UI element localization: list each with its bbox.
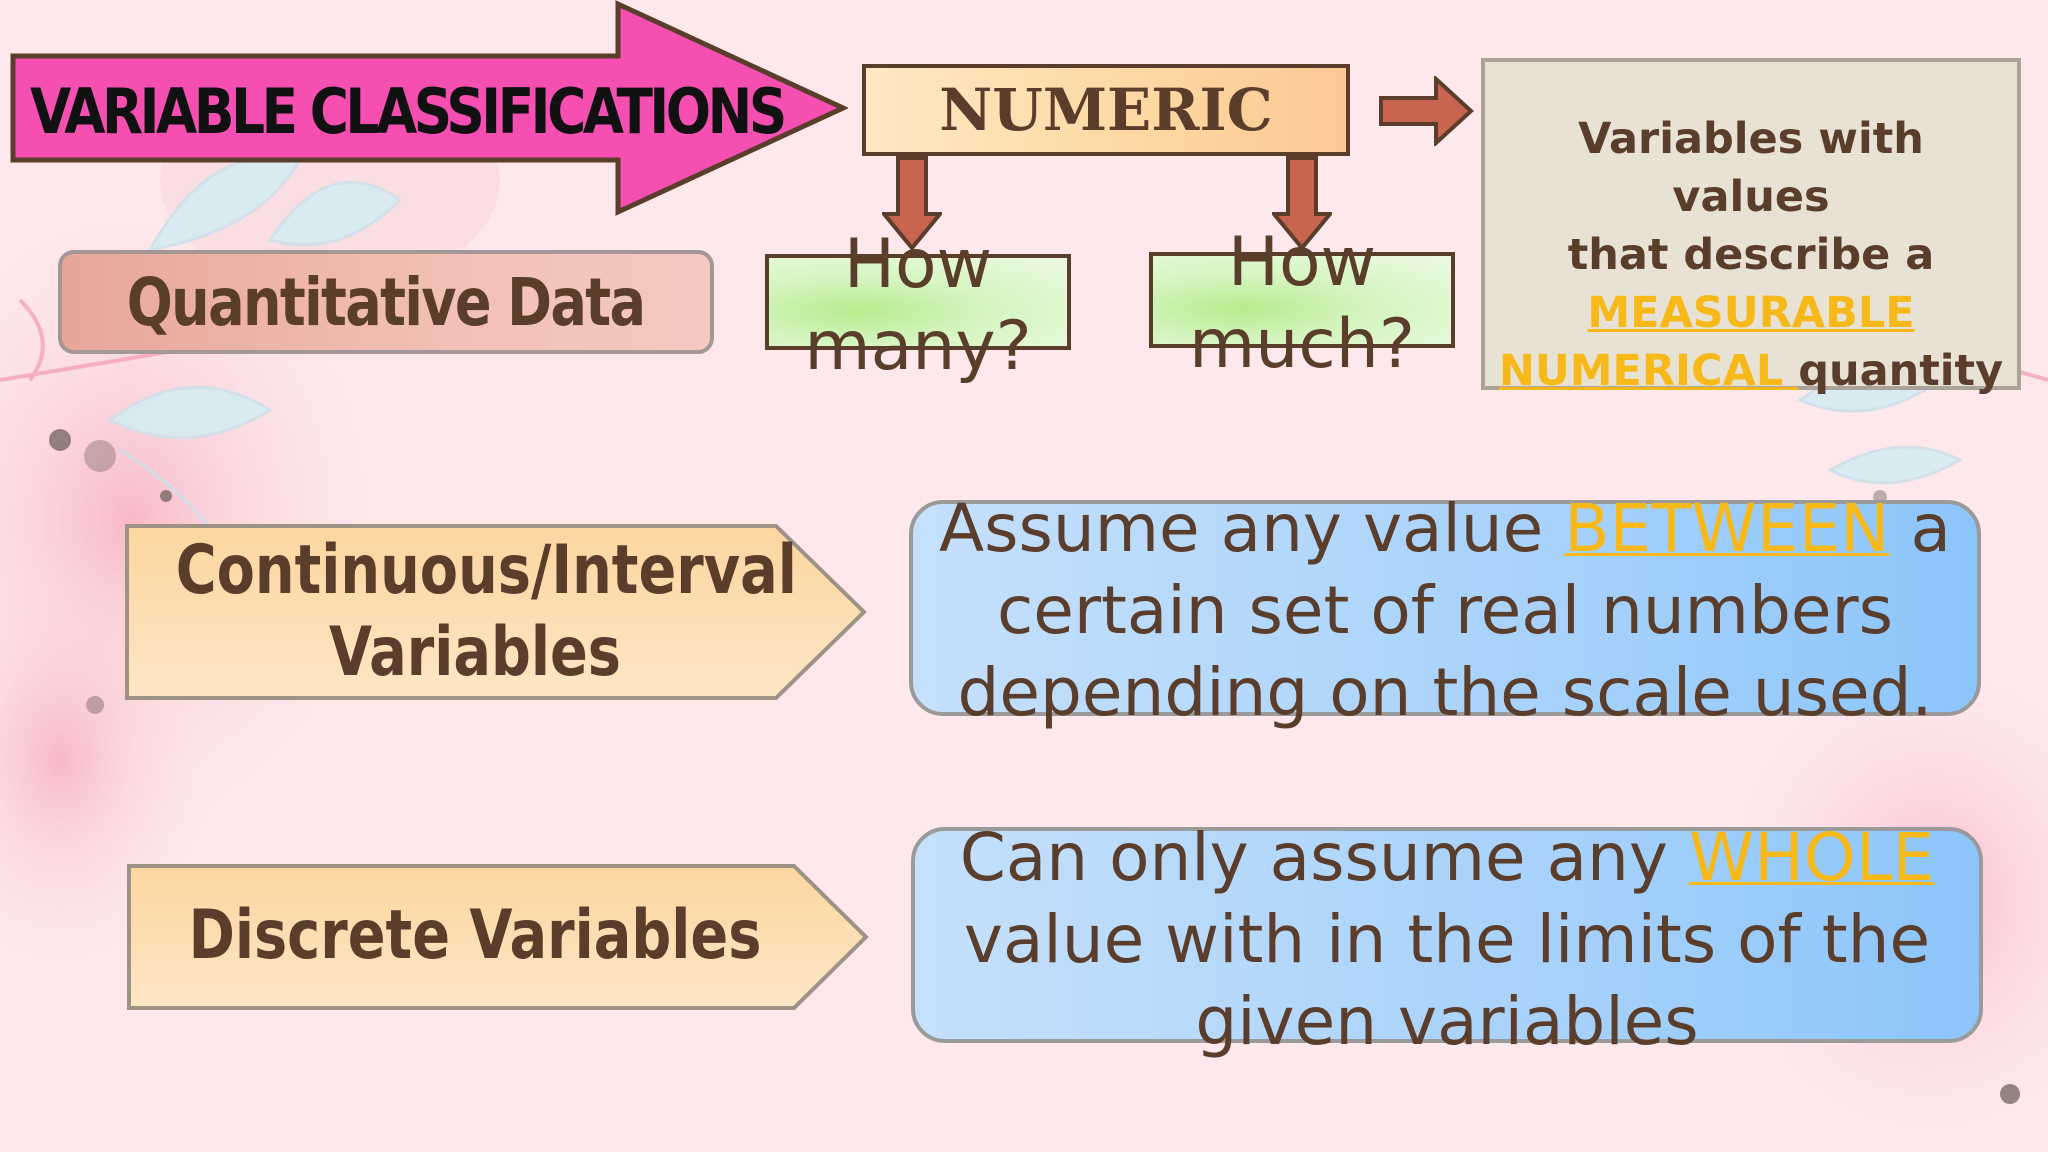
how-much-line: How (1227, 223, 1377, 302)
continuous-desc-highlight: BETWEEN (1564, 490, 1890, 567)
definition-line: Variables with values (1578, 114, 1924, 222)
discrete-description-box (911, 827, 1983, 1043)
discrete-variables-label: Discrete Variables (188, 896, 762, 975)
continuous-description: Assume any value BETWEEN a certain set o… (909, 488, 1981, 748)
discrete-desc-highlight: WHOLE (1688, 819, 1935, 896)
page-title: VARIABLE CLASSIFICATIONS (30, 75, 787, 148)
discrete-desc-line: given variables (1195, 983, 1699, 1060)
quantitative-data-text: Quantitative Data (127, 263, 646, 341)
continuous-desc-line: depending on the scale used. (957, 654, 1933, 731)
continuous-variables-label: Continuous/Interval Variables (175, 530, 797, 700)
how-much-text: How much? (1149, 222, 1455, 392)
numeric-box: NUMERIC (862, 64, 1350, 156)
how-many-box (765, 254, 1071, 350)
how-many-text: How many? (765, 224, 1071, 394)
continuous-desc-text: Assume any value (939, 490, 1565, 567)
discrete-desc-line: value with in the limits of the (963, 901, 1931, 978)
quantitative-data-label: Quantitative Data (58, 250, 714, 354)
continuous-desc-line: certain set of real numbers (997, 572, 1893, 649)
continuous-chevron (125, 524, 867, 700)
definition-line: that describe a (1567, 230, 1935, 280)
how-many-line: many? (804, 307, 1032, 386)
title-arrow (10, 0, 848, 216)
continuous-label-line: Variables (328, 613, 621, 692)
right-arrow-icon (1379, 76, 1474, 146)
discrete-description: Can only assume any WHOLE value with in … (911, 817, 1983, 1077)
definition-highlight: MEASURABLE (1587, 288, 1915, 338)
discrete-desc-text: Can only assume any (959, 819, 1689, 896)
definition-tail: quantity (1798, 346, 2004, 396)
how-many-line: How (843, 225, 993, 304)
definition-highlight: NUMERICAL (1498, 346, 1799, 396)
continuous-description-box (909, 500, 1981, 716)
down-arrow-icon (1272, 156, 1332, 250)
numeric-definition-box: Variables with values that describe a ME… (1481, 58, 2021, 396)
how-much-box (1149, 252, 1455, 348)
continuous-label-line: Continuous/Interval (175, 531, 797, 610)
down-arrow-icon (882, 156, 942, 250)
how-much-line: much? (1189, 305, 1415, 384)
discrete-chevron (127, 864, 869, 1010)
continuous-desc-text: a (1889, 490, 1951, 567)
